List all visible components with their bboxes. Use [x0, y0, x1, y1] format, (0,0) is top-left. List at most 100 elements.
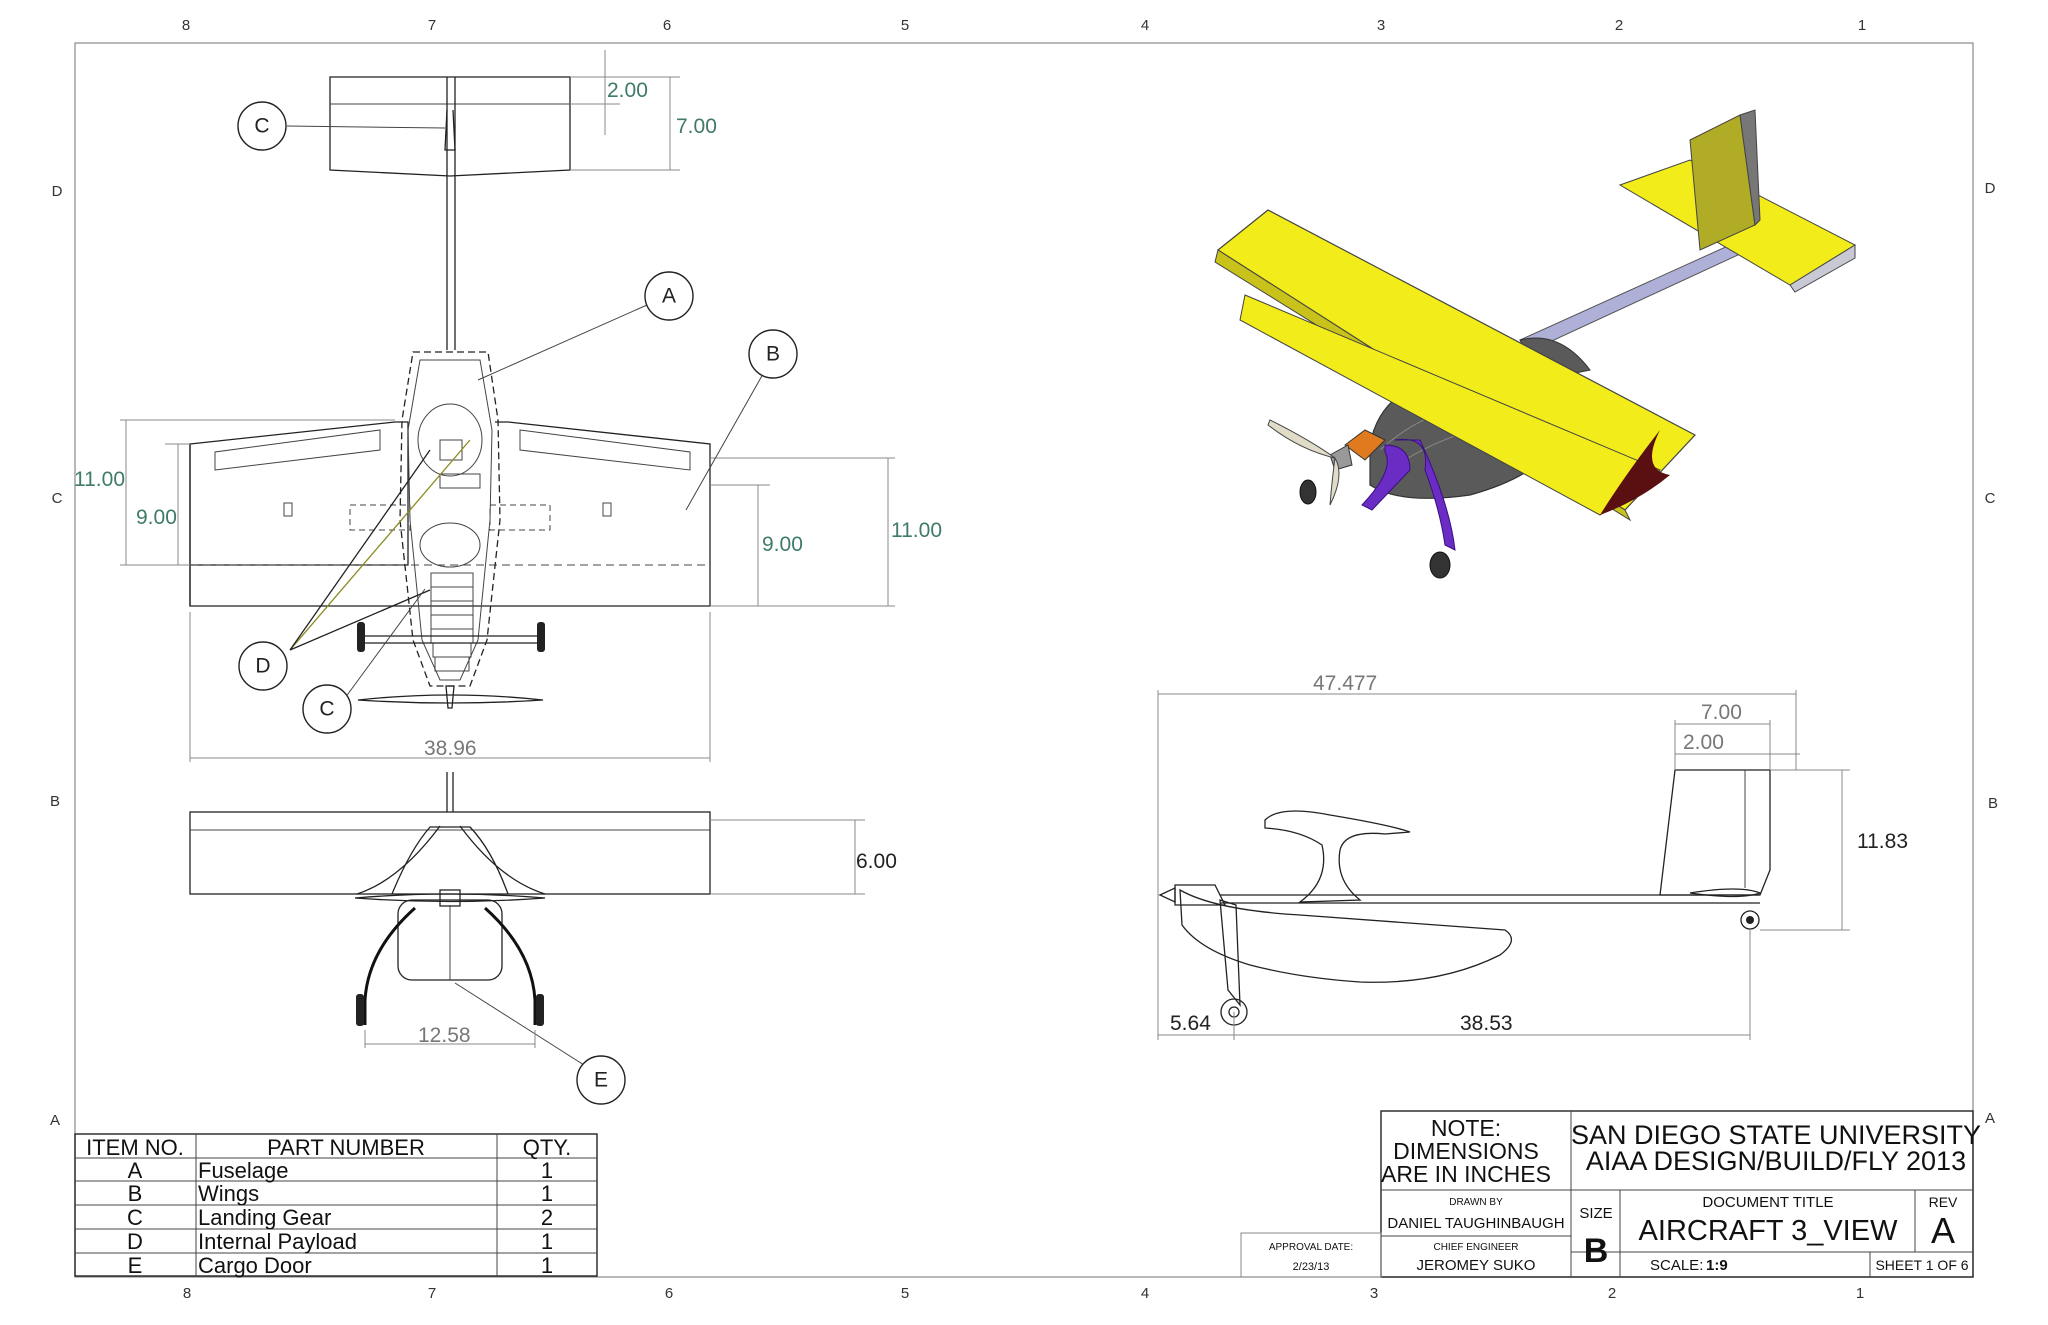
drawn-by: DANIEL TAUGHINBAUGH	[1387, 1215, 1564, 1232]
dim-tail-2: 2.00	[1683, 731, 1724, 754]
bom-header-item: ITEM NO.	[86, 1135, 184, 1160]
scale-value: 1:9	[1706, 1257, 1728, 1274]
fuselage-top	[399, 351, 501, 687]
front-view: 6.00 12.58	[189, 772, 897, 1048]
bom-cell: Wings	[198, 1181, 259, 1206]
drawn-by-label: DRAWN BY	[1449, 1197, 1503, 1208]
zone-label: 4	[1141, 1285, 1149, 1302]
note-line: NOTE:	[1431, 1115, 1501, 1141]
bom-cell: D	[127, 1229, 143, 1254]
bom-cell: 1	[541, 1158, 553, 1183]
bom-cell: B	[128, 1181, 143, 1206]
fuselage-side	[1179, 888, 1512, 983]
bom-cell: C	[127, 1205, 143, 1230]
vertical-tail	[1659, 769, 1771, 896]
dim-wingspan: 38.96	[424, 737, 477, 760]
balloon-c-top	[237, 101, 287, 151]
zone-label: 8	[182, 17, 190, 34]
zone-label: 1	[1856, 1285, 1864, 1302]
zone-label: 1	[1858, 17, 1866, 34]
zone-label: 2	[1615, 17, 1623, 34]
doc-title: AIRCRAFT 3_VIEW	[1639, 1215, 1899, 1247]
bom-cell: E	[128, 1253, 143, 1278]
bom-cell: 1	[541, 1181, 553, 1206]
payload-stack	[430, 572, 474, 672]
bom-cell: Landing Gear	[198, 1205, 331, 1230]
bom-table: ITEM NO. PART NUMBER QTY. A Fuselage 1 B…	[74, 1133, 598, 1278]
note-line: DIMENSIONS	[1393, 1138, 1539, 1164]
approval-label: APPROVAL DATE:	[1269, 1242, 1353, 1253]
size-value: B	[1584, 1232, 1609, 1270]
zone-markers-side: D C B A D C B A	[50, 180, 1998, 1129]
drawing-border	[74, 42, 1974, 1278]
doc-title-label: DOCUMENT TITLE	[1702, 1194, 1833, 1211]
zone-label: 4	[1141, 17, 1149, 34]
horizontal-tail	[329, 76, 571, 177]
zone-label: A	[1985, 1110, 1995, 1127]
balloon-e	[576, 1055, 626, 1105]
callouts: C A B D C E	[237, 101, 798, 1105]
size-label: SIZE	[1579, 1205, 1612, 1222]
dim-tail-7: 7.00	[1701, 701, 1742, 724]
left-wing	[189, 421, 409, 566]
bom-cell: A	[128, 1158, 143, 1183]
balloon-label: D	[255, 655, 270, 678]
zone-label: D	[52, 183, 63, 200]
dim-right-inner: 9.00	[762, 533, 803, 556]
zone-label: 7	[428, 1285, 436, 1302]
zone-label: 7	[428, 17, 436, 34]
approval-date: 2/23/13	[1293, 1261, 1330, 1273]
bom-cell: Cargo Door	[198, 1253, 312, 1278]
bom-cell: Fuselage	[198, 1158, 289, 1183]
wing-pylon	[1264, 810, 1411, 903]
bom-cell: 1	[541, 1229, 553, 1254]
bom-cell: 2	[541, 1205, 553, 1230]
sheet-number: SHEET 1 OF 6	[1875, 1257, 1968, 1273]
zone-label: B	[50, 793, 60, 810]
bom-header-qty: QTY.	[523, 1135, 572, 1160]
propeller-top	[357, 694, 544, 704]
bom-cell: 1	[541, 1253, 553, 1278]
zone-label: 3	[1377, 17, 1385, 34]
balloon-c-bottom	[302, 684, 352, 734]
zone-label: D	[1985, 180, 1996, 197]
dim-left-outer: 11.00	[74, 468, 125, 491]
dim-overall-length: 47.477	[1313, 672, 1377, 695]
dim-tail-span: 7.00	[676, 115, 717, 138]
zone-label: C	[1985, 490, 1996, 507]
bom-header-part: PART NUMBER	[267, 1135, 425, 1160]
zone-label: 5	[901, 1285, 909, 1302]
front-wing	[189, 811, 711, 895]
dim-front-height: 6.00	[856, 850, 897, 873]
dim-tail-height: 11.83	[1857, 830, 1908, 853]
org-line-2: AIAA DESIGN/BUILD/FLY 2013	[1586, 1146, 1966, 1176]
scale-label: SCALE:	[1650, 1257, 1703, 1274]
chief: JEROMEY SUKO	[1417, 1257, 1536, 1274]
balloon-label: B	[766, 343, 780, 366]
dim-tail-chord: 2.00	[607, 79, 648, 102]
zone-label: 3	[1370, 1285, 1378, 1302]
top-view: 2.00 7.00 11.00 9.00 9.00 11.00 38.96	[74, 50, 942, 762]
right-wing	[189, 421, 711, 607]
title-block: NOTE: DIMENSIONS ARE IN INCHES SAN DIEGO…	[1240, 1110, 1981, 1278]
balloon-label: A	[662, 285, 676, 308]
isometric-render	[1214, 109, 1857, 579]
balloon-d	[238, 641, 288, 691]
chief-label: CHIEF ENGINEER	[1433, 1242, 1518, 1253]
balloon-label: C	[319, 698, 334, 721]
balloon-b	[748, 329, 798, 379]
balloon-label: E	[594, 1069, 608, 1092]
balloon-a	[644, 271, 694, 321]
zone-label: C	[52, 490, 63, 507]
dim-gear-track: 12.58	[418, 1024, 471, 1047]
zone-label: 5	[901, 17, 909, 34]
zone-markers-top: 8 7 6 5 4 3 2 1	[182, 17, 1866, 34]
side-view: 47.477 7.00 2.00 11.83 5.64 38.53	[1157, 672, 1908, 1040]
zone-label: B	[1988, 795, 1998, 812]
bom-cell: Internal Payload	[198, 1229, 357, 1254]
zone-markers-bottom: 8 7 6 5 4 3 2 1	[183, 1285, 1864, 1302]
zone-label: 8	[183, 1285, 191, 1302]
zone-label: 6	[663, 17, 671, 34]
rev-label: REV	[1929, 1194, 1958, 1210]
